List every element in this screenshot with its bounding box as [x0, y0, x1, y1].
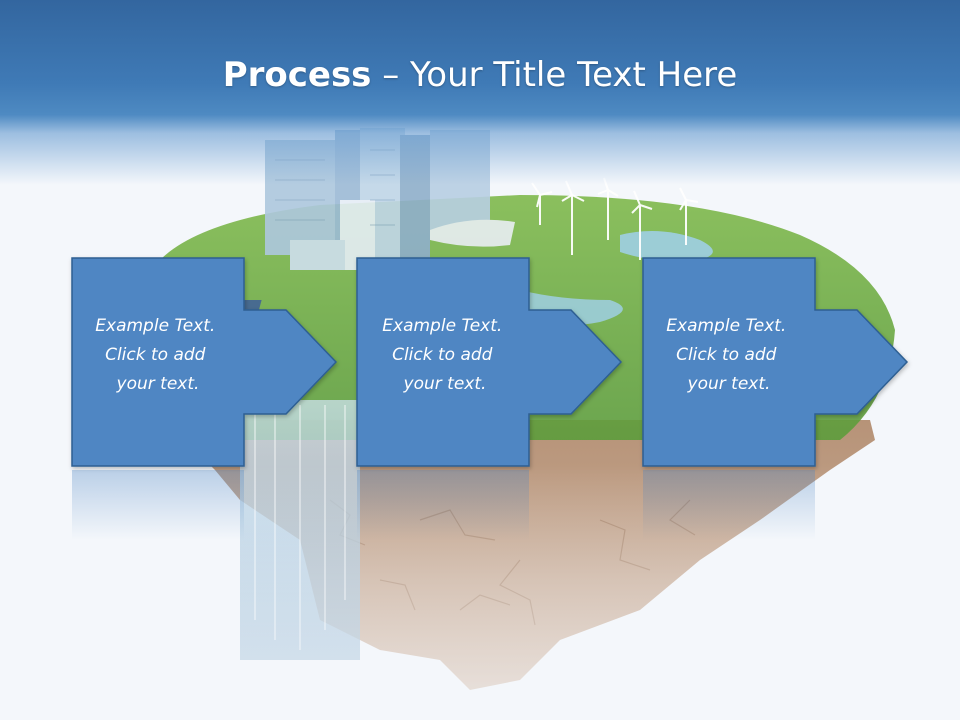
step-2-line-1: Example Text. — [382, 316, 502, 336]
title-rest: – Your Title Text Here — [371, 55, 738, 95]
step-1-shape — [71, 257, 338, 467]
step-1-line-3: your text. — [116, 374, 200, 394]
step-3-shape — [642, 257, 909, 467]
process-step-3[interactable]: Example Text. Click to add your text. — [642, 257, 909, 540]
step-3-line-2: Click to add — [676, 345, 777, 365]
step-3-line-1: Example Text. — [666, 316, 786, 336]
svg-text:Example Text. Click t: Example Text. Click to add your text. — [95, 316, 220, 394]
process-step-1[interactable]: Example Text. Click to add your text. — [71, 257, 338, 540]
step-3-reflection — [643, 470, 815, 540]
step-2-line-2: Click to add — [392, 345, 493, 365]
step-1-reflection — [72, 470, 244, 540]
svg-text:Example Text. Click t: Example Text. Click to add your text. — [666, 316, 791, 394]
step-1-line-1: Example Text. — [95, 316, 215, 336]
step-2-shape — [356, 257, 623, 467]
process-step-2[interactable]: Example Text. Click to add your text. — [356, 257, 623, 540]
step-1-line-2: Click to add — [105, 345, 206, 365]
title-bar — [0, 0, 960, 185]
title-bold: Process — [222, 55, 372, 95]
step-2-line-3: your text. — [403, 374, 487, 394]
slide-title[interactable]: Process – Your Title Text Here — [0, 52, 960, 98]
step-2-reflection — [357, 470, 529, 540]
svg-text:Example Text. Click t: Example Text. Click to add your text. — [382, 316, 507, 394]
step-3-line-3: your text. — [687, 374, 771, 394]
